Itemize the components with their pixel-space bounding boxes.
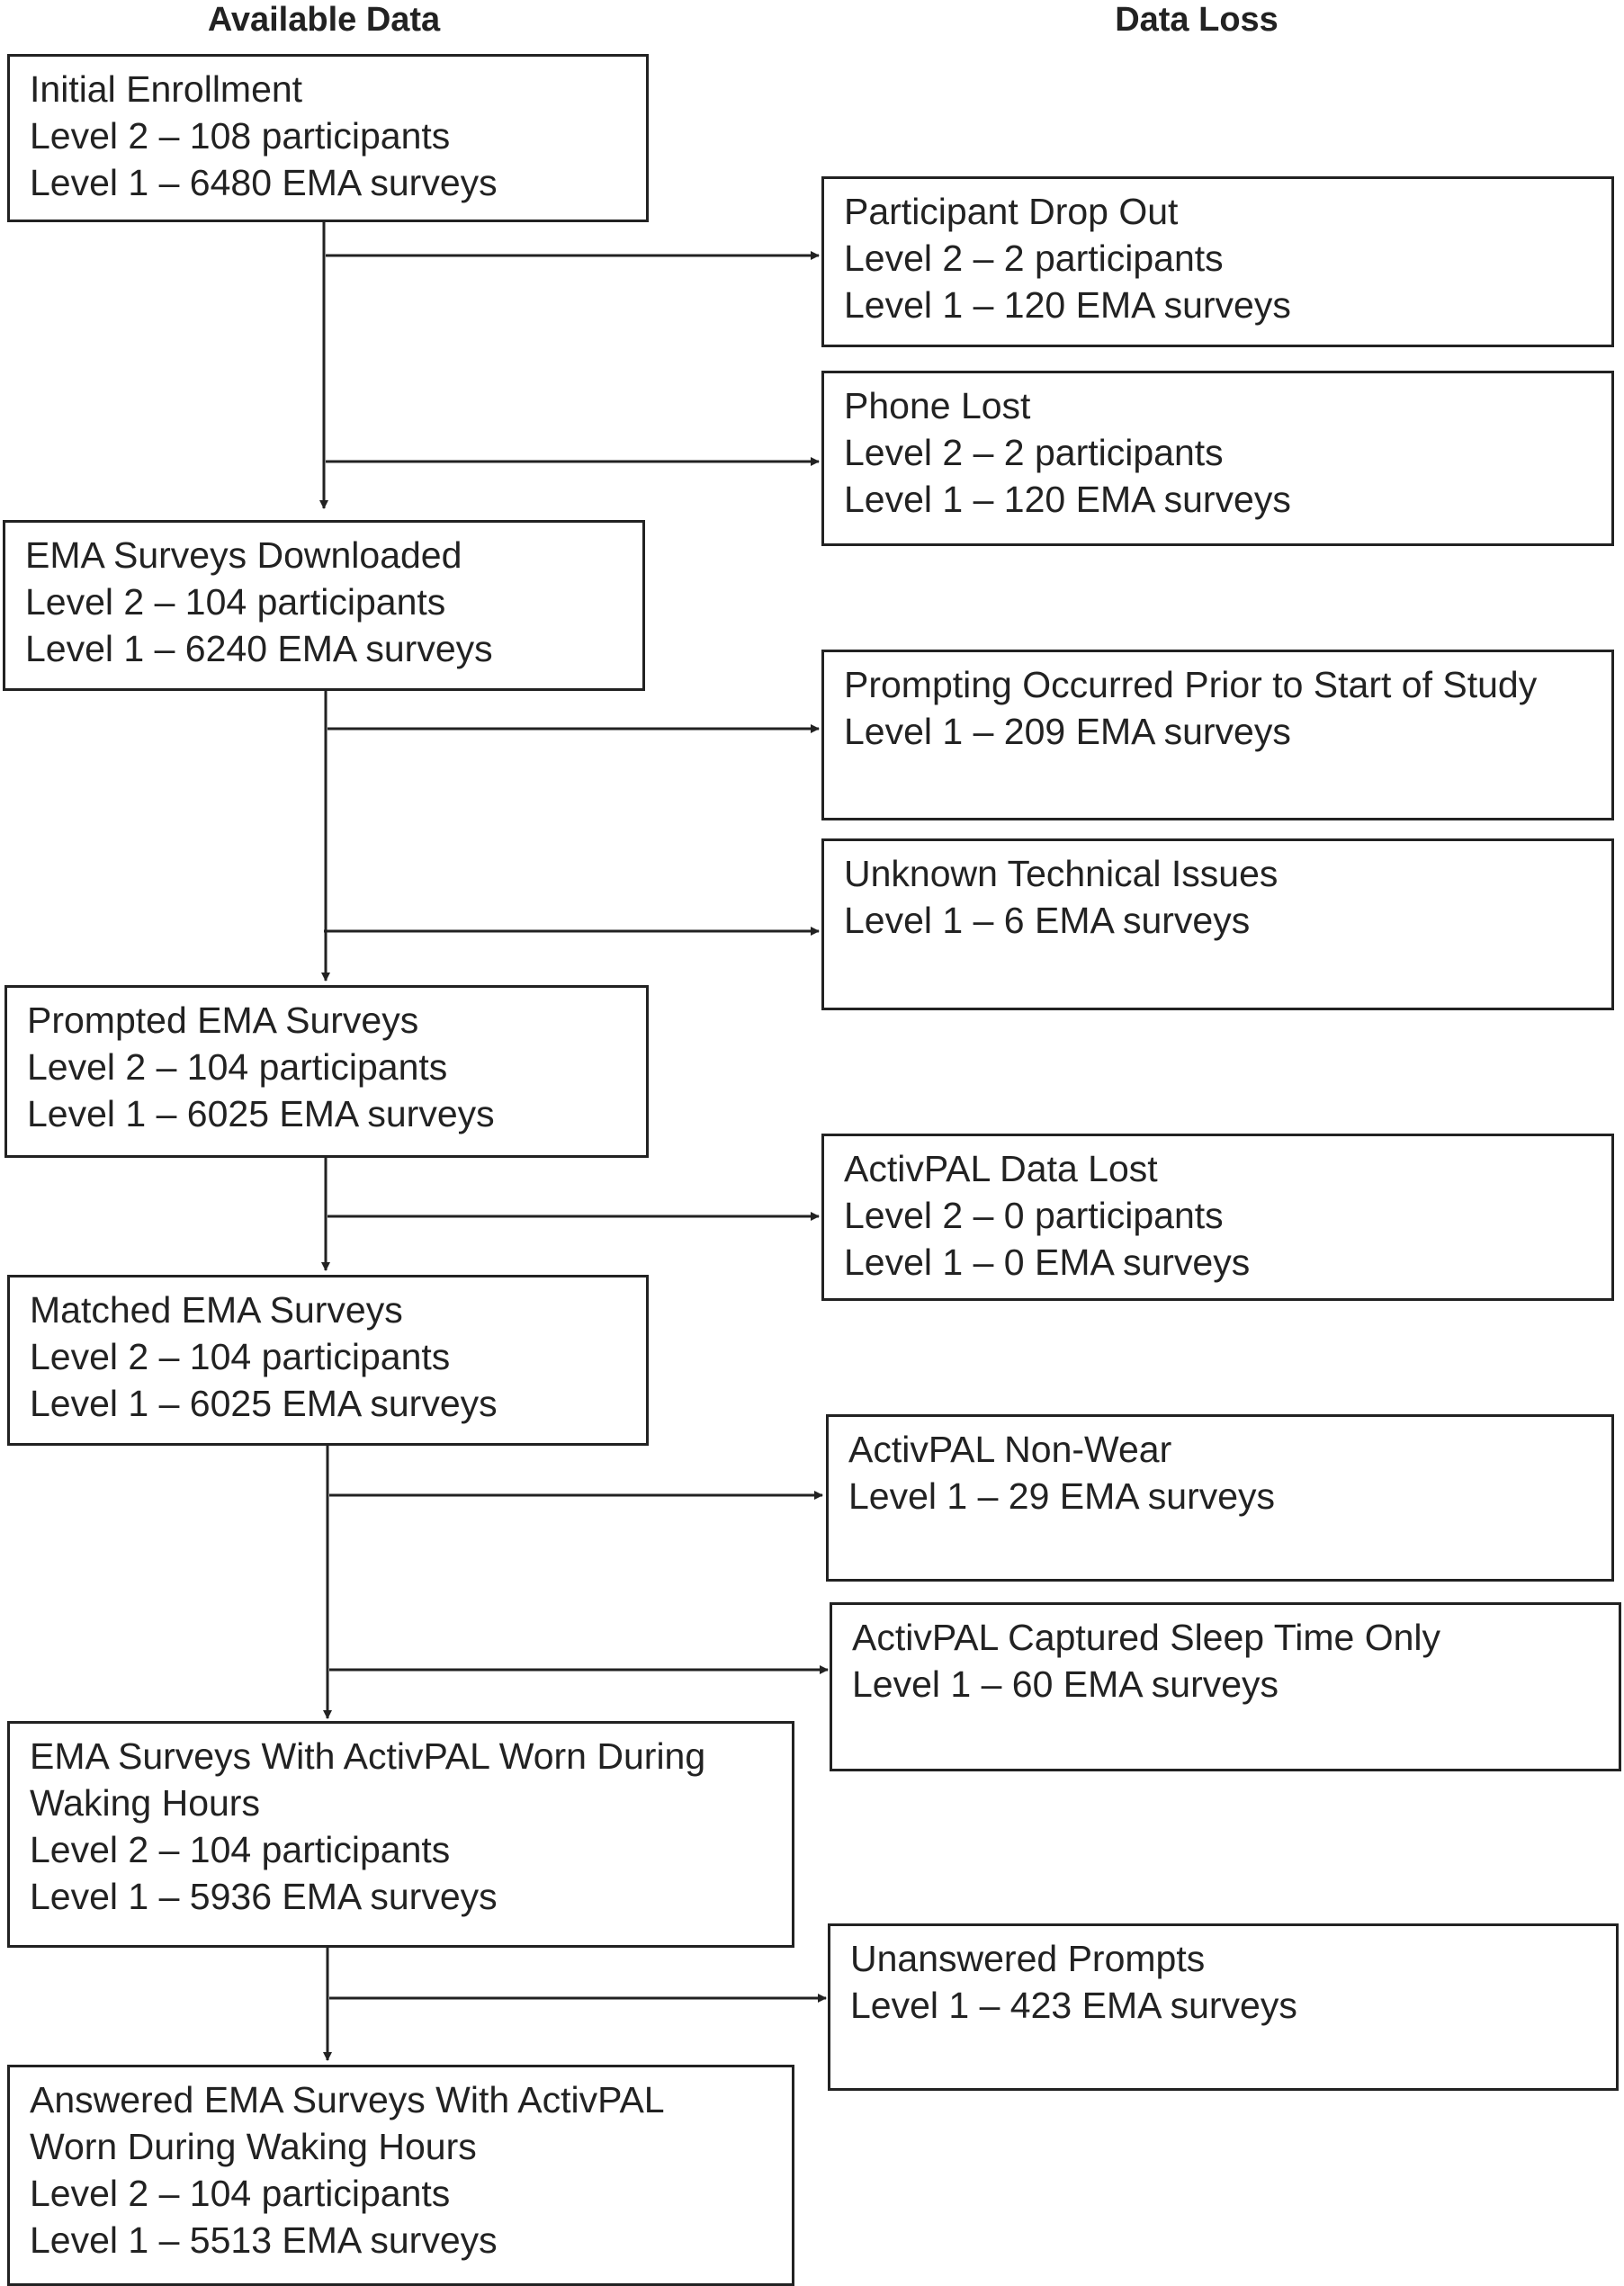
- level-1-count: Level 1 – 6 EMA surveys: [844, 900, 1251, 941]
- box-title-continued: Worn During Waking Hours: [30, 2126, 477, 2167]
- box-title: Prompting Occurred Prior to Start of Stu…: [844, 664, 1538, 705]
- level-1-count: Level 1 – 60 EMA surveys: [852, 1663, 1279, 1705]
- level-2-count: Level 2 – 2 participants: [844, 238, 1224, 279]
- box-unknown-technical-issues: Unknown Technical Issues Level 1 – 6 EMA…: [821, 838, 1614, 1010]
- box-unanswered-prompts: Unanswered Prompts Level 1 – 423 EMA sur…: [828, 1923, 1619, 2091]
- box-prompted-ema-surveys: Prompted EMA Surveys Level 2 – 104 parti…: [4, 985, 649, 1158]
- level-1-count: Level 1 – 423 EMA surveys: [850, 1985, 1297, 2026]
- level-1-count: Level 1 – 209 EMA surveys: [844, 711, 1291, 752]
- box-prompting-prior-to-start: Prompting Occurred Prior to Start of Stu…: [821, 650, 1614, 820]
- box-title: Unanswered Prompts: [850, 1938, 1206, 1979]
- data-loss-header: Data Loss: [1115, 1, 1279, 39]
- box-title: Matched EMA Surveys: [30, 1289, 403, 1331]
- box-activpal-data-lost: ActivPAL Data Lost Level 2 – 0 participa…: [821, 1134, 1614, 1301]
- level-2-count: Level 2 – 104 participants: [27, 1046, 448, 1088]
- level-2-count: Level 2 – 104 participants: [30, 1829, 451, 1870]
- box-title: Participant Drop Out: [844, 191, 1179, 232]
- box-title: ActivPAL Captured Sleep Time Only: [852, 1617, 1441, 1658]
- box-title: ActivPAL Data Lost: [844, 1148, 1158, 1189]
- box-title: ActivPAL Non-Wear: [848, 1429, 1172, 1470]
- level-1-count: Level 1 – 0 EMA surveys: [844, 1242, 1251, 1283]
- box-title: Phone Lost: [844, 385, 1031, 426]
- box-activpal-non-wear: ActivPAL Non-Wear Level 1 – 29 EMA surve…: [826, 1414, 1614, 1582]
- level-1-count: Level 1 – 6480 EMA surveys: [30, 162, 498, 203]
- available-data-header: Available Data: [207, 1, 441, 39]
- box-title: EMA Surveys With ActivPAL Worn During: [30, 1735, 706, 1777]
- box-title: Unknown Technical Issues: [844, 853, 1279, 894]
- box-activpal-sleep-time-only: ActivPAL Captured Sleep Time Only Level …: [830, 1602, 1621, 1771]
- box-title: Initial Enrollment: [30, 68, 303, 110]
- level-2-count: Level 2 – 104 participants: [30, 1336, 451, 1377]
- level-2-count: Level 2 – 104 participants: [30, 2173, 451, 2214]
- level-2-count: Level 2 – 104 participants: [25, 581, 446, 623]
- level-1-count: Level 1 – 29 EMA surveys: [848, 1475, 1276, 1517]
- box-participant-drop-out: Participant Drop Out Level 2 – 2 partici…: [821, 176, 1614, 347]
- box-matched-ema-surveys: Matched EMA Surveys Level 2 – 104 partic…: [7, 1275, 649, 1446]
- level-2-count: Level 2 – 0 participants: [844, 1195, 1224, 1236]
- box-ema-surveys-downloaded: EMA Surveys Downloaded Level 2 – 104 par…: [3, 520, 645, 691]
- box-answered-ema-surveys: Answered EMA Surveys With ActivPAL Worn …: [7, 2065, 794, 2286]
- box-initial-enrollment: Initial Enrollment Level 2 – 108 partici…: [7, 54, 649, 222]
- box-title-continued: Waking Hours: [30, 1782, 260, 1824]
- level-1-count: Level 1 – 6240 EMA surveys: [25, 628, 493, 669]
- level-1-count: Level 1 – 6025 EMA surveys: [30, 1383, 498, 1424]
- level-1-count: Level 1 – 5936 EMA surveys: [30, 1876, 498, 1917]
- box-title: EMA Surveys Downloaded: [25, 534, 462, 576]
- box-title: Prompted EMA Surveys: [27, 1000, 419, 1041]
- level-2-count: Level 2 – 2 participants: [844, 432, 1224, 473]
- level-1-count: Level 1 – 120 EMA surveys: [844, 284, 1291, 326]
- level-1-count: Level 1 – 6025 EMA surveys: [27, 1093, 495, 1134]
- level-1-count: Level 1 – 120 EMA surveys: [844, 479, 1291, 520]
- level-1-count: Level 1 – 5513 EMA surveys: [30, 2219, 498, 2261]
- box-phone-lost: Phone Lost Level 2 – 2 participants Leve…: [821, 371, 1614, 546]
- level-2-count: Level 2 – 108 participants: [30, 115, 451, 157]
- box-worn-during-waking-hours: EMA Surveys With ActivPAL Worn During Wa…: [7, 1721, 794, 1948]
- box-title: Answered EMA Surveys With ActivPAL: [30, 2079, 665, 2120]
